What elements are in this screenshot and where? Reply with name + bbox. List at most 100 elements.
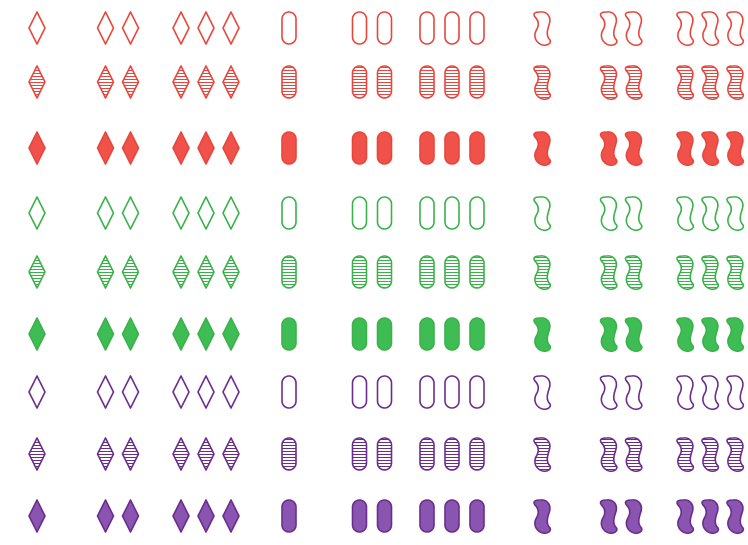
oval-symbol [351, 65, 368, 99]
squiggle-symbol [599, 65, 618, 101]
card-red-striped-3-squiggle[interactable] [676, 65, 745, 101]
card-purple-solid-1-diamond[interactable] [28, 499, 46, 533]
oval-symbol [281, 11, 297, 45]
card-green-striped-3-oval[interactable] [419, 255, 485, 289]
squiggle-symbol [599, 375, 618, 411]
card-green-solid-2-diamond[interactable] [96, 317, 140, 351]
diamond-symbol [28, 65, 46, 99]
card-green-striped-1-diamond[interactable] [28, 255, 46, 289]
card-red-solid-2-oval[interactable] [351, 131, 393, 165]
card-red-striped-1-squiggle[interactable] [533, 65, 552, 101]
card-red-striped-2-squiggle[interactable] [599, 65, 643, 101]
card-green-outline-3-oval[interactable] [419, 196, 485, 230]
card-red-solid-1-oval[interactable] [281, 131, 297, 165]
oval-symbol [281, 499, 297, 533]
card-red-outline-3-squiggle[interactable] [676, 11, 745, 47]
card-green-outline-1-squiggle[interactable] [533, 196, 552, 232]
card-red-striped-3-diamond[interactable] [172, 65, 240, 99]
card-green-striped-3-squiggle[interactable] [676, 255, 745, 291]
card-green-outline-3-diamond[interactable] [172, 196, 240, 230]
oval-symbol [376, 255, 393, 289]
card-red-outline-1-oval[interactable] [281, 11, 297, 45]
card-purple-solid-3-oval[interactable] [419, 499, 485, 533]
card-purple-solid-2-squiggle[interactable] [599, 499, 643, 535]
card-purple-striped-2-diamond[interactable] [96, 437, 140, 471]
card-red-striped-1-oval[interactable] [281, 65, 297, 99]
card-green-striped-2-oval[interactable] [351, 255, 393, 289]
card-purple-striped-2-oval[interactable] [351, 437, 393, 471]
card-red-solid-1-diamond[interactable] [28, 131, 46, 165]
card-red-outline-2-diamond[interactable] [96, 11, 140, 45]
card-purple-outline-1-oval[interactable] [281, 375, 297, 409]
card-purple-outline-1-diamond[interactable] [28, 375, 46, 409]
card-green-striped-3-diamond[interactable] [172, 255, 240, 289]
card-red-solid-2-squiggle[interactable] [599, 131, 643, 167]
card-purple-striped-3-diamond[interactable] [172, 437, 240, 471]
card-green-striped-2-diamond[interactable] [96, 255, 140, 289]
diamond-symbol [121, 11, 140, 45]
card-red-outline-1-squiggle[interactable] [533, 11, 552, 47]
card-red-solid-3-diamond[interactable] [172, 131, 240, 165]
oval-symbol [351, 196, 368, 230]
card-green-outline-3-squiggle[interactable] [676, 196, 745, 232]
card-red-outline-2-squiggle[interactable] [599, 11, 643, 47]
diamond-symbol [28, 255, 46, 289]
card-green-solid-3-oval[interactable] [419, 317, 485, 351]
card-green-solid-3-diamond[interactable] [172, 317, 240, 351]
card-purple-outline-1-squiggle[interactable] [533, 375, 552, 411]
card-green-outline-2-oval[interactable] [351, 196, 393, 230]
card-red-outline-2-oval[interactable] [351, 11, 393, 45]
diamond-symbol [222, 437, 240, 471]
card-green-solid-2-oval[interactable] [351, 317, 393, 351]
card-purple-solid-2-oval[interactable] [351, 499, 393, 533]
oval-symbol [444, 131, 460, 165]
card-purple-solid-1-squiggle[interactable] [533, 499, 552, 535]
card-red-solid-3-squiggle[interactable] [676, 131, 745, 167]
card-green-solid-1-diamond[interactable] [28, 317, 46, 351]
card-red-outline-1-diamond[interactable] [28, 11, 46, 45]
card-purple-solid-2-diamond[interactable] [96, 499, 140, 533]
card-green-solid-1-squiggle[interactable] [533, 317, 552, 353]
card-purple-striped-2-squiggle[interactable] [599, 437, 643, 473]
card-red-outline-3-oval[interactable] [419, 11, 485, 45]
card-red-solid-3-oval[interactable] [419, 131, 485, 165]
card-purple-solid-3-squiggle[interactable] [676, 499, 745, 535]
card-purple-outline-3-squiggle[interactable] [676, 375, 745, 411]
card-green-outline-2-diamond[interactable] [96, 196, 140, 230]
squiggle-symbol [624, 11, 643, 47]
card-purple-striped-3-squiggle[interactable] [676, 437, 745, 473]
card-red-outline-3-diamond[interactable] [172, 11, 240, 45]
card-purple-striped-1-diamond[interactable] [28, 437, 46, 471]
card-red-striped-2-oval[interactable] [351, 65, 393, 99]
card-green-outline-1-oval[interactable] [281, 196, 297, 230]
card-purple-solid-1-oval[interactable] [281, 499, 297, 533]
card-green-striped-2-squiggle[interactable] [599, 255, 643, 291]
card-red-striped-1-diamond[interactable] [28, 65, 46, 99]
card-purple-solid-3-diamond[interactable] [172, 499, 240, 533]
diamond-symbol [172, 65, 190, 99]
card-red-striped-3-oval[interactable] [419, 65, 485, 99]
diamond-symbol [28, 317, 46, 351]
squiggle-symbol [701, 11, 720, 47]
card-green-outline-1-diamond[interactable] [28, 196, 46, 230]
card-green-solid-2-squiggle[interactable] [599, 317, 643, 353]
card-green-solid-3-squiggle[interactable] [676, 317, 745, 353]
card-purple-striped-1-squiggle[interactable] [533, 437, 552, 473]
oval-symbol [419, 317, 435, 351]
card-green-striped-1-squiggle[interactable] [533, 255, 552, 291]
card-red-solid-1-squiggle[interactable] [533, 131, 552, 167]
card-purple-outline-3-diamond[interactable] [172, 375, 240, 409]
card-red-striped-2-diamond[interactable] [96, 65, 140, 99]
card-purple-outline-2-diamond[interactable] [96, 375, 140, 409]
card-green-outline-2-squiggle[interactable] [599, 196, 643, 232]
card-green-solid-1-oval[interactable] [281, 317, 297, 351]
diamond-symbol [172, 499, 190, 533]
card-purple-outline-2-squiggle[interactable] [599, 375, 643, 411]
card-green-striped-1-oval[interactable] [281, 255, 297, 289]
card-purple-outline-2-oval[interactable] [351, 375, 393, 409]
card-red-solid-2-diamond[interactable] [96, 131, 140, 165]
card-purple-striped-3-oval[interactable] [419, 437, 485, 471]
card-purple-outline-3-oval[interactable] [419, 375, 485, 409]
card-purple-striped-1-oval[interactable] [281, 437, 297, 471]
oval-symbol [469, 11, 485, 45]
